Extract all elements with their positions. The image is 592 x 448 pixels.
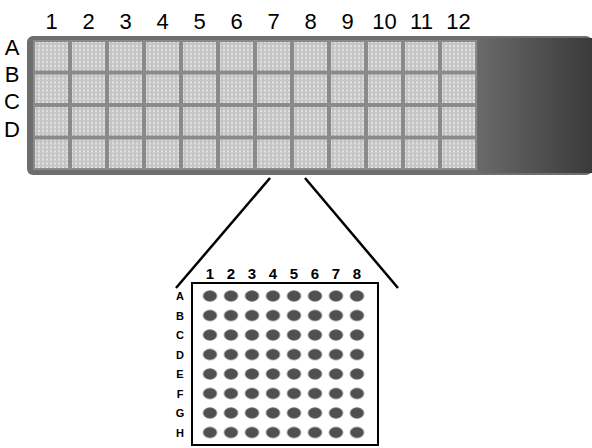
spot-column-number: 3 [248, 266, 256, 281]
row-letter: B [5, 64, 20, 86]
column-number: 3 [119, 11, 131, 33]
spot-column-number: 5 [290, 266, 298, 281]
column-number: 9 [341, 11, 353, 33]
spot-row-letter: F [177, 388, 184, 399]
column-number: 1 [45, 11, 57, 33]
spot-row-letter: A [176, 291, 184, 302]
spot-column-number: 7 [332, 266, 340, 281]
column-number: 12 [446, 11, 470, 33]
column-number: 11 [410, 11, 433, 33]
spot-row-letter: C [176, 330, 184, 341]
column-number: 2 [82, 11, 94, 33]
spot-column-number: 6 [311, 266, 319, 281]
spot-column-number: 8 [353, 266, 361, 281]
spot-row-letter: D [176, 349, 184, 360]
column-number: 6 [230, 11, 242, 33]
zoom-line [305, 178, 398, 288]
column-number: 8 [304, 11, 316, 33]
spot-column-number: 1 [206, 266, 214, 281]
row-letter: A [5, 37, 20, 59]
spot-array [200, 286, 368, 442]
slide-label-end [478, 38, 592, 173]
spot-row-letter: E [176, 369, 183, 380]
row-letter: D [4, 119, 20, 141]
subarray-grid [33, 40, 477, 170]
spot-row-letter: G [176, 408, 185, 419]
spot-row-letter: B [176, 310, 184, 321]
spot-column-number: 4 [269, 266, 277, 281]
row-letter: C [4, 91, 20, 113]
column-number: 4 [156, 11, 168, 33]
slide-body [27, 36, 592, 175]
spot-column-number: 2 [227, 266, 235, 281]
column-number: 5 [193, 11, 205, 33]
zoom-box [192, 283, 378, 445]
column-number: 7 [267, 11, 279, 33]
column-number: 10 [372, 11, 396, 33]
spot-row-letter: H [176, 427, 184, 438]
zoom-line [176, 178, 270, 288]
